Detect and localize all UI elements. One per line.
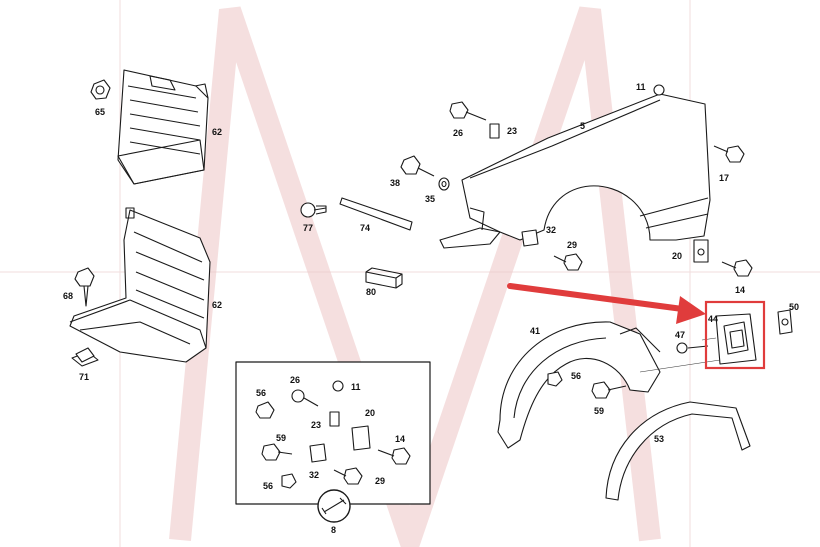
label-20: 20 (672, 251, 683, 261)
clip-32 (521, 229, 539, 247)
nut-65 (90, 79, 111, 100)
label-53: 53 (654, 434, 665, 444)
label-71: 71 (79, 372, 90, 382)
kit-label-32: 32 (309, 470, 320, 480)
arch-trim-53 (605, 401, 751, 501)
bracket-62-lower (69, 207, 211, 363)
label-74: 74 (360, 223, 371, 233)
label-35: 35 (425, 194, 436, 204)
clip-23 (489, 123, 500, 139)
clip-71 (71, 347, 99, 367)
part-44 (715, 313, 757, 365)
label-17: 17 (719, 173, 730, 183)
kit-label-20: 20 (365, 408, 376, 418)
label-26: 26 (453, 128, 464, 138)
fender-5 (439, 93, 711, 249)
screw-26 (449, 101, 487, 121)
screw-47 (676, 342, 709, 354)
kit-label-14: 14 (395, 434, 406, 444)
block-80 (365, 267, 403, 289)
label-80: 80 (366, 287, 377, 297)
kit-label-8: 8 (331, 525, 337, 535)
label-32: 32 (546, 225, 557, 235)
label-41: 41 (530, 326, 541, 336)
clip-20 (693, 239, 709, 263)
screw-14 (721, 259, 753, 277)
washer-35 (438, 177, 450, 191)
kit-label-23: 23 (311, 420, 322, 430)
kit-label-29: 29 (375, 476, 386, 486)
label-11: 11 (636, 82, 646, 92)
nut-56 (547, 371, 563, 387)
label-62-lower: 62 (212, 300, 223, 310)
label-44: 44 (708, 314, 719, 324)
nut-11 (653, 84, 665, 96)
clip-50 (777, 309, 793, 335)
screw-29 (553, 253, 583, 271)
kit-label-26: 26 (290, 375, 301, 385)
screw-77 (300, 202, 327, 218)
screw-59 (591, 381, 627, 399)
label-68: 68 (63, 291, 74, 301)
kit-label-56-bottom: 56 (263, 481, 274, 491)
kit-label-56-top: 56 (256, 388, 267, 398)
label-14: 14 (735, 285, 746, 295)
label-77: 77 (303, 223, 314, 233)
hardware-kit-box-8 (235, 361, 431, 523)
label-38: 38 (390, 178, 401, 188)
label-50: 50 (789, 302, 800, 312)
label-59: 59 (594, 406, 605, 416)
screw-17 (713, 145, 745, 163)
label-62-upper: 62 (212, 127, 223, 137)
label-23: 23 (507, 126, 518, 136)
kit-label-59: 59 (276, 433, 287, 443)
label-47: 47 (675, 330, 686, 340)
screw-68 (74, 267, 95, 307)
bracket-62-upper (117, 69, 209, 185)
label-29: 29 (567, 240, 578, 250)
strip-74 (339, 197, 413, 231)
wheel-liner-41 (497, 321, 661, 449)
label-5: 5 (580, 121, 586, 131)
screw-38 (400, 155, 435, 177)
label-65: 65 (95, 107, 106, 117)
kit-label-11: 11 (351, 382, 361, 392)
label-56: 56 (571, 371, 582, 381)
highlight-box (704, 300, 766, 370)
highlight-arrow (507, 283, 706, 324)
